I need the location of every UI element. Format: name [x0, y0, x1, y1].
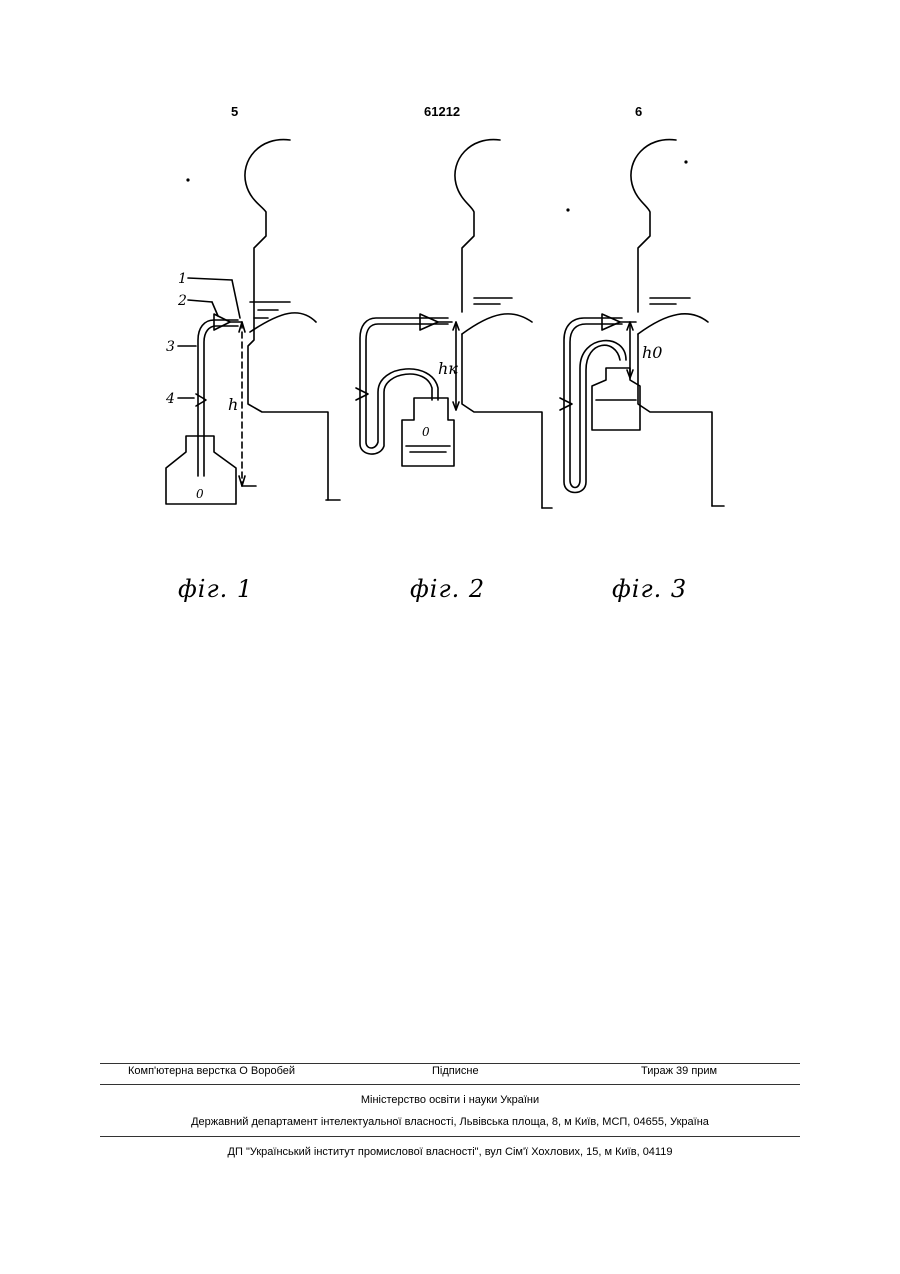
imprint-ministry: Міністерство освіти і науки України — [0, 1094, 900, 1106]
figure-3-drawing — [560, 140, 724, 506]
callout-3: 3 — [166, 339, 175, 355]
callout-1: 1 — [178, 271, 187, 287]
fig2-caption: фіг. 2 — [410, 575, 485, 603]
imprint-top-rule — [100, 1063, 800, 1064]
figure-2-drawing — [356, 140, 552, 508]
fig3-caption: фіг. 3 — [612, 575, 687, 603]
fig1-height-label: h — [228, 395, 238, 414]
callout-2: 2 — [177, 293, 187, 309]
fig2-vessel-label: 0 — [422, 425, 430, 439]
imprint-layout: Комп'ютерна верстка О Воробей — [128, 1065, 295, 1077]
fig1-vessel-label: 0 — [196, 487, 204, 501]
imprint-signed: Підписне — [432, 1065, 479, 1077]
imprint-circulation: Тираж 39 прим — [641, 1065, 717, 1077]
fig1-caption: фіг. 1 — [178, 575, 253, 603]
fig2-height-label: hк — [438, 359, 458, 378]
fig3-height-label: h0 — [642, 343, 662, 362]
imprint-institute: ДП "Український інститут промислової вла… — [0, 1146, 900, 1158]
callout-4: 4 — [165, 391, 175, 407]
figure-1-drawing — [166, 140, 340, 504]
imprint-department: Державний департамент інтелектуальної вл… — [0, 1116, 900, 1128]
imprint-middle-rule — [100, 1084, 800, 1085]
imprint-bottom-rule — [100, 1136, 800, 1137]
patent-drawings: 1 2 3 4 h 0 hк 0 h0 — [0, 0, 900, 560]
